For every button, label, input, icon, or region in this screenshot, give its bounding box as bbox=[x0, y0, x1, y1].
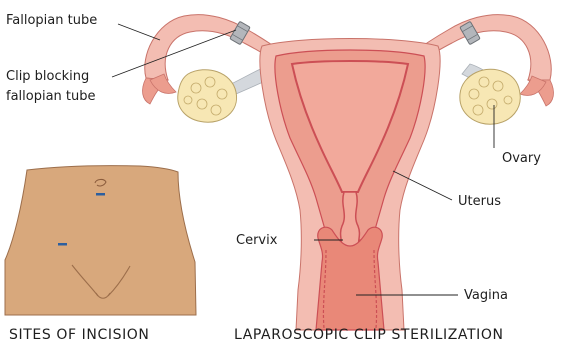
label-clip-line2: fallopian tube bbox=[6, 89, 96, 104]
right-fimbriae bbox=[520, 76, 553, 106]
label-ovary: Ovary bbox=[502, 151, 541, 166]
right-ovary bbox=[460, 69, 520, 124]
fallopian-tube-leader bbox=[118, 24, 160, 40]
label-cervix: Cervix bbox=[236, 233, 278, 248]
cervical-canal bbox=[340, 192, 360, 250]
caption-sites-of-incision: SITES OF INCISION bbox=[9, 327, 150, 343]
incision-mark-umbilical bbox=[96, 193, 105, 196]
label-clip-line1: Clip blocking bbox=[6, 69, 89, 84]
uterus-illustration bbox=[143, 15, 554, 330]
caption-laparoscopic-clip-sterilization: LAPAROSCOPIC CLIP STERILIZATION bbox=[234, 327, 504, 343]
torso-silhouette bbox=[5, 166, 196, 315]
label-vagina: Vagina bbox=[464, 288, 508, 303]
label-fallopian-tube: Fallopian tube bbox=[6, 13, 97, 28]
torso-illustration bbox=[5, 166, 196, 315]
left-fimbriae bbox=[143, 74, 176, 104]
incision-mark-lower bbox=[58, 243, 67, 246]
label-uterus: Uterus bbox=[458, 194, 501, 209]
